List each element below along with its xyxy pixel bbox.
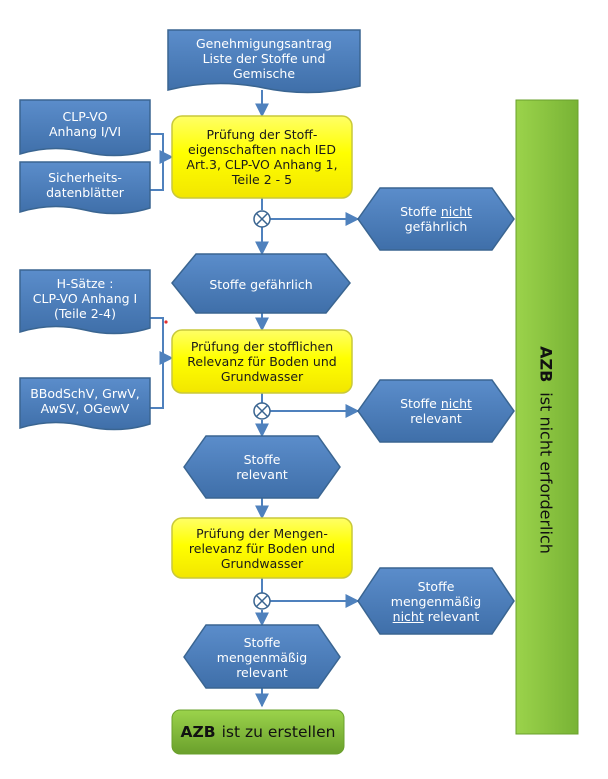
check1-box xyxy=(171,115,353,199)
qty-not-relevant-hexagon xyxy=(357,567,515,635)
not-relevant-label: Stoffe nicht relevant xyxy=(400,396,472,426)
line-sdb-to-check1 xyxy=(150,157,164,191)
not-dangerous-label: Stoffe nicht gefährlich xyxy=(400,204,472,234)
stray-dot xyxy=(164,320,168,324)
qty-relevant-hexagon xyxy=(183,624,341,689)
check3-label: Prüfung der Mengen-relevanz für Boden un… xyxy=(188,525,336,571)
qty-not-relevant-label: Stoffe mengenmäßig nicht relevant xyxy=(390,578,482,624)
arrow-hsaetze-to-check2 xyxy=(150,317,174,365)
azb-side-bar xyxy=(515,99,579,735)
sdb-document-shape xyxy=(19,161,151,215)
azb-final-box xyxy=(171,709,345,755)
junction-crosses xyxy=(255,212,269,608)
hsaetze-document-label: H-Sätze :CLP-VO Anhang I(Teile 2-4) xyxy=(32,275,138,321)
dangerous-label: Stoffe gefährlich xyxy=(209,276,313,292)
laws-document-label: BBodSchV, GrwV,AwSV, OGewV xyxy=(30,386,140,416)
azb-side-label-wrapper: AZBist nicht erforderlich xyxy=(520,300,572,600)
arrow-clp-to-check1 xyxy=(150,133,174,164)
dangerous-hexagon xyxy=(171,253,351,314)
connectors xyxy=(150,90,360,708)
azb-side-label: AZBist nicht erforderlich xyxy=(536,346,556,554)
relevant-hexagon xyxy=(183,435,341,499)
check2-box xyxy=(171,329,353,394)
hsaetze-document-shape xyxy=(19,269,151,335)
not-dangerous-hexagon xyxy=(357,187,515,251)
line-laws-to-check2 xyxy=(150,358,164,409)
check3-box xyxy=(171,517,353,579)
clp-document-shape xyxy=(19,99,151,157)
sdb-document-label: Sicherheits-datenblätter xyxy=(46,170,124,200)
check1-label: Prüfung der Stoff-eigenschaften nach IED… xyxy=(186,127,338,187)
not-relevant-hexagon xyxy=(357,379,515,443)
laws-document-shape xyxy=(19,377,151,431)
start-document-shape xyxy=(167,29,361,94)
